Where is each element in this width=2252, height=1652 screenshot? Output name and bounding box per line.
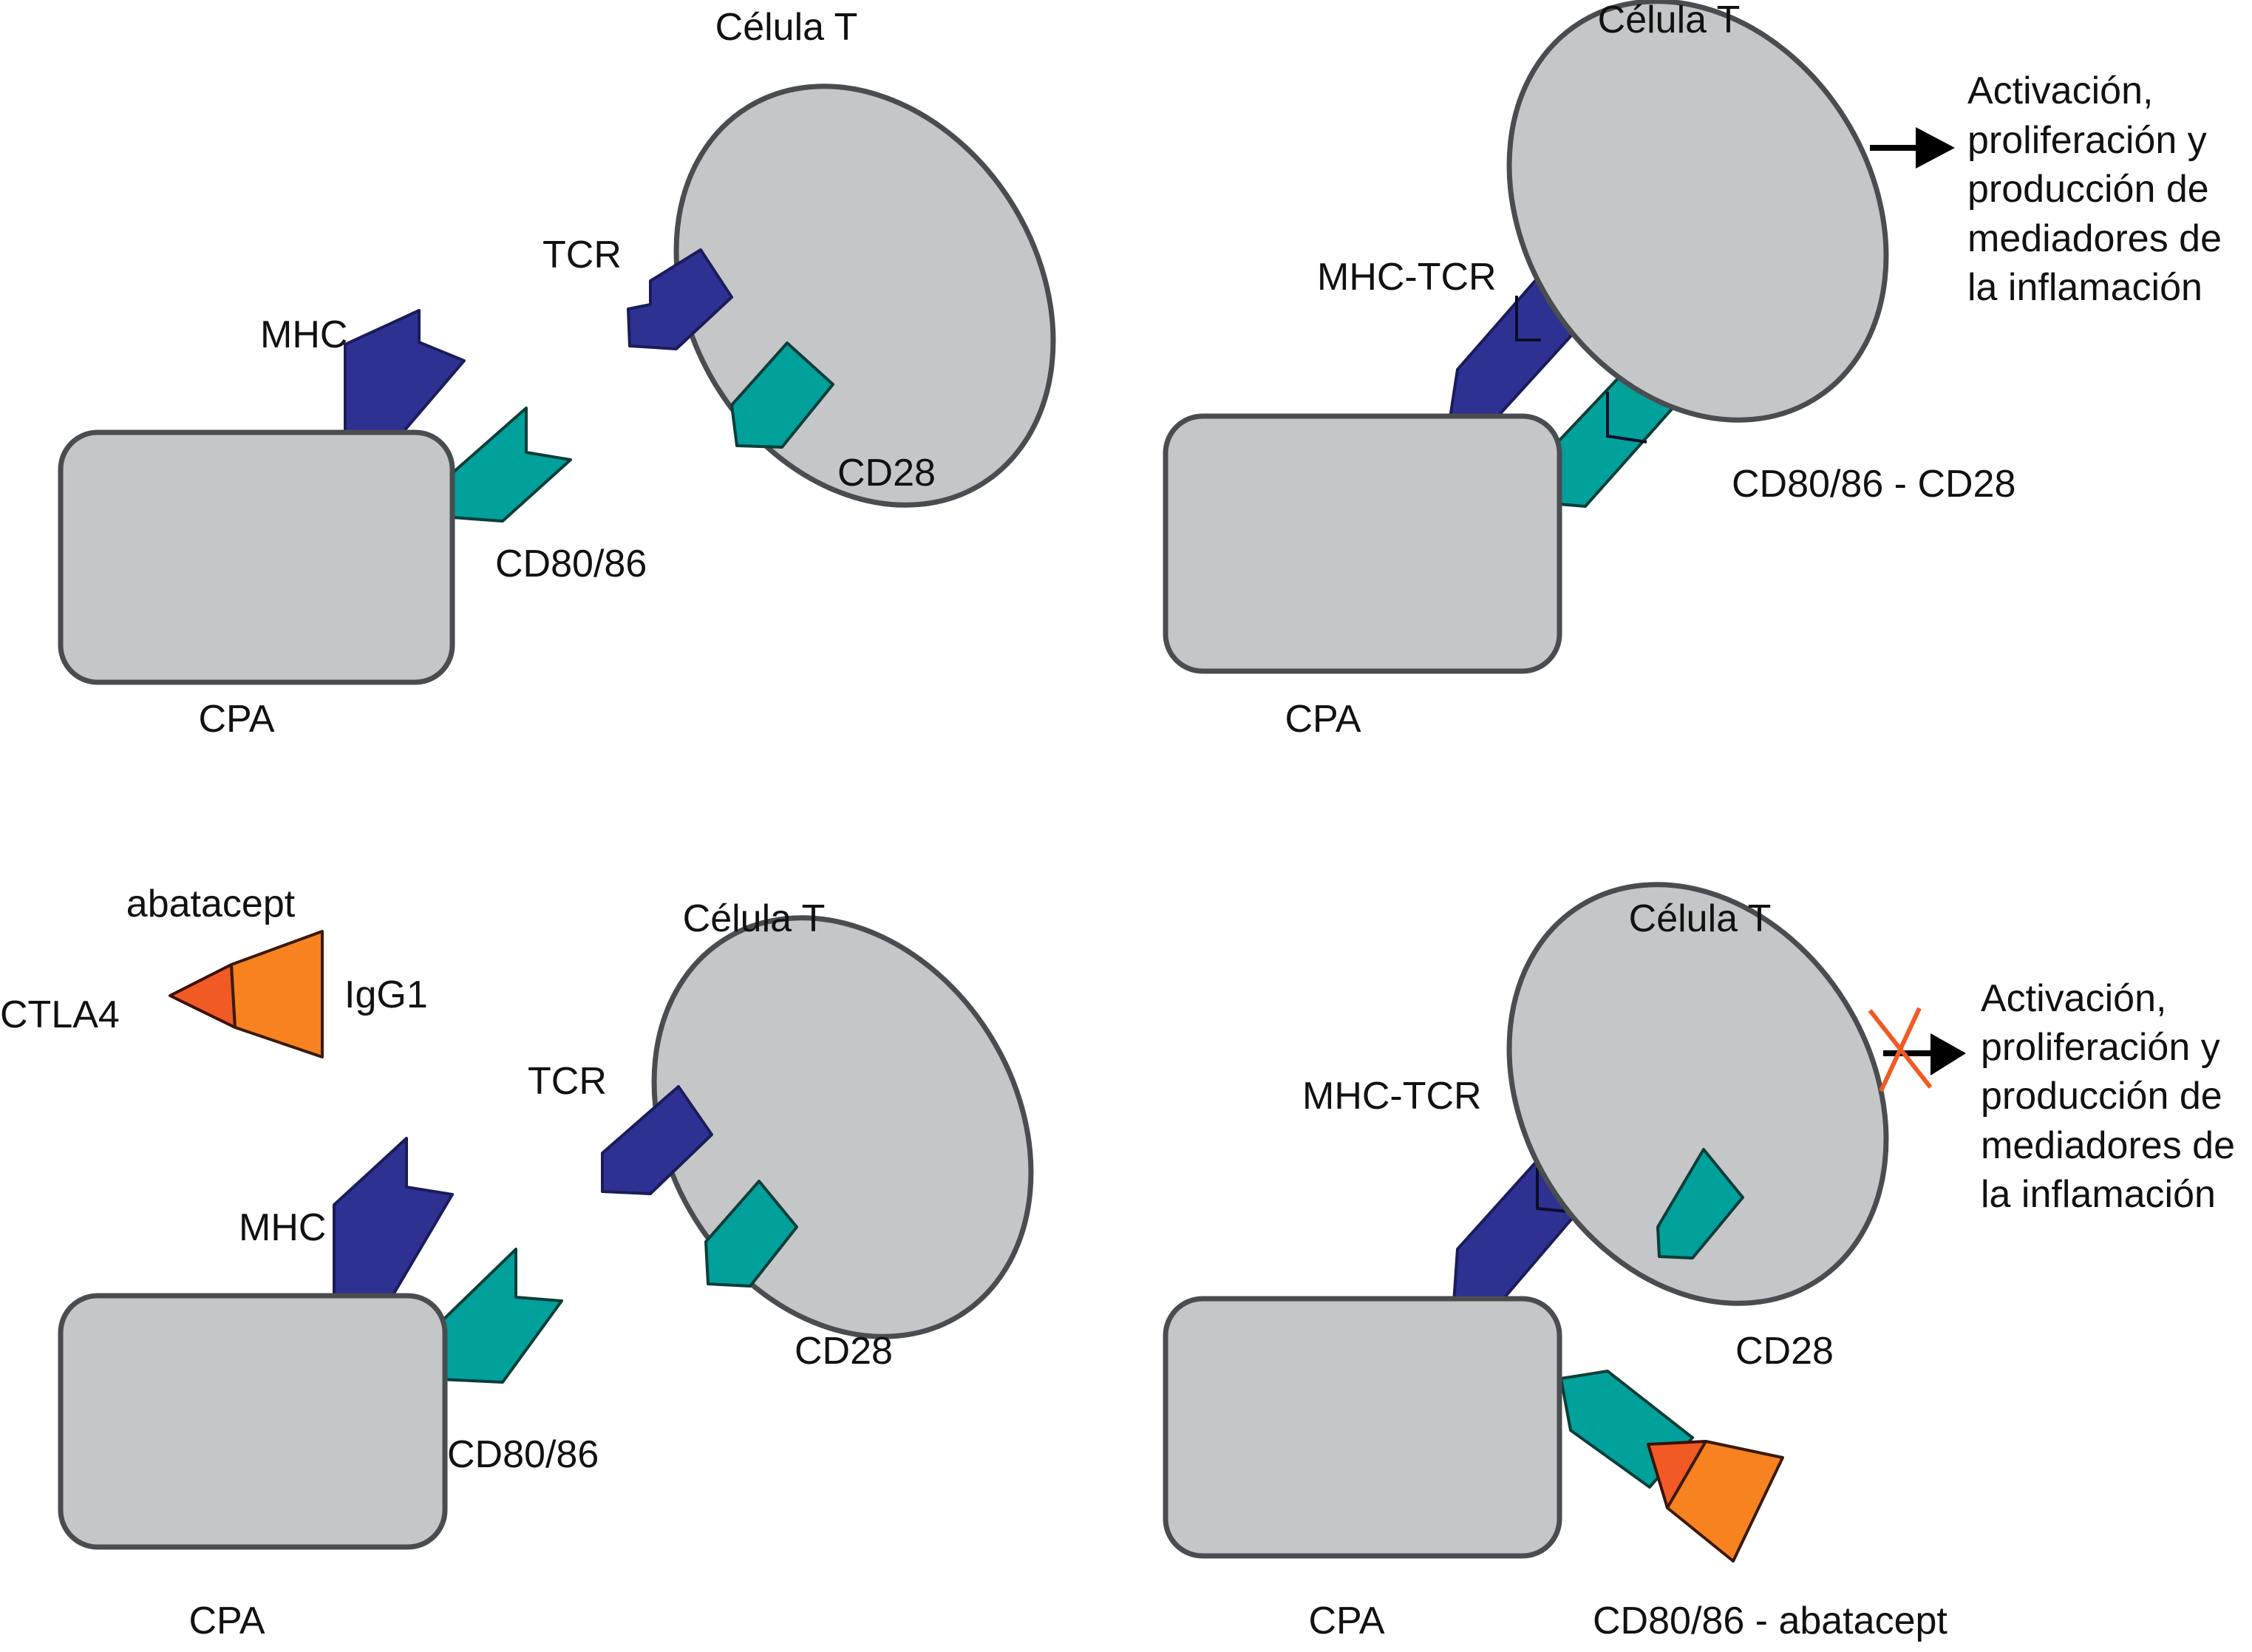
t-cell (1506, 882, 1889, 1306)
outcome-line: producción de (1967, 168, 2209, 211)
mhc-label: MHC (239, 1206, 326, 1249)
t-cell-label: Célula T (1629, 897, 1772, 940)
activation-arrow-icon (1916, 127, 1955, 169)
cd80-cd28-label: CD80/86 - CD28 (1732, 463, 2015, 506)
outcome-line: proliferación y (1981, 1026, 2220, 1069)
t-cell-label: Célula T (1598, 0, 1741, 41)
abatacept-label: abatacept (126, 883, 296, 925)
apc-label: CPA (188, 1600, 265, 1642)
t-cell (1506, 0, 1889, 423)
tcr-receptor (601, 1085, 713, 1195)
panel-bottom-left: abatacept CTLA4 IgG1 Célula T TCR MHC CD… (0, 883, 1034, 1642)
outcome-line: Activación, (1967, 69, 2153, 112)
apc-label: CPA (198, 698, 274, 741)
outcome-text: Activación, proliferación y producción d… (1981, 977, 2235, 1216)
t-cell-label: Célula T (715, 6, 858, 49)
cd28-receptor (730, 341, 834, 449)
outcome-text: Activación, proliferación y producción d… (1967, 69, 2222, 309)
cd80-abatacept-label: CD80/86 - abatacept (1593, 1600, 1947, 1642)
cd80-86-receptor (438, 1248, 563, 1384)
outcome-line: Activación, (1981, 977, 2166, 1020)
apc-cell (58, 429, 455, 685)
outcome-line: mediadores de (1981, 1124, 2235, 1167)
igg1-domain (1666, 1440, 1784, 1563)
blocked-cross-icon (1868, 1007, 1933, 1092)
outcome-line: la inflamación (1981, 1173, 2216, 1216)
abatacept-molecule-bound (1647, 1440, 1784, 1563)
mhc-receptor (344, 309, 466, 434)
tcr-label: TCR (542, 234, 622, 276)
panel-top-right: Célula T MHC-TCR CD80/86 - CD28 CPA Acti… (1163, 0, 2222, 741)
cd28-label: CD28 (1735, 1330, 1834, 1373)
igg1-domain (230, 930, 324, 1058)
cd80-86-receptor (451, 407, 572, 523)
tcr-label: TCR (528, 1060, 607, 1103)
cd28-receptor (704, 1180, 798, 1288)
cd28-receptor (1656, 1148, 1744, 1260)
cd80-86-label: CD80/86 (447, 1433, 599, 1476)
mhc-tcr-label: MHC-TCR (1317, 256, 1497, 299)
panel-top-left: Célula T TCR MHC CD28 CD80/86 CPA (58, 6, 1056, 741)
cd80-cd28-junction (1606, 392, 1647, 443)
tcr-receptor (627, 248, 733, 350)
mhc-receptor (333, 1137, 454, 1299)
igg1-label: IgG1 (344, 973, 428, 1016)
abatacept-molecule (169, 930, 324, 1058)
apc-label: CPA (1308, 1600, 1384, 1642)
cd28-label: CD28 (837, 452, 936, 494)
mhc-tcr-junction (1515, 296, 1541, 341)
activation-arrow-icon (1930, 1033, 1966, 1075)
mhc-label: MHC (260, 313, 347, 356)
ctla4-domain (169, 963, 237, 1029)
cd28-label: CD28 (795, 1330, 893, 1373)
ctla4-label: CTLA4 (0, 993, 120, 1036)
apc-label: CPA (1285, 698, 1361, 741)
cd80-86-label: CD80/86 (495, 543, 647, 585)
apc-cell (1163, 413, 1562, 674)
outcome-line: producción de (1981, 1075, 2222, 1118)
panel-bottom-right: Célula T MHC-TCR CD28 CD80/86 - abatacep… (1163, 882, 2235, 1642)
outcome-line: proliferación y (1967, 119, 2207, 162)
outcome-line: la inflamación (1967, 266, 2202, 309)
outcome-line: mediadores de (1967, 217, 2222, 260)
mhc-tcr-junction (1536, 1168, 1575, 1214)
t-cell-label: Célula T (683, 897, 826, 940)
apc-cell (58, 1293, 448, 1550)
apc-cell (1163, 1296, 1562, 1559)
mhc-tcr-label: MHC-TCR (1302, 1075, 1482, 1118)
